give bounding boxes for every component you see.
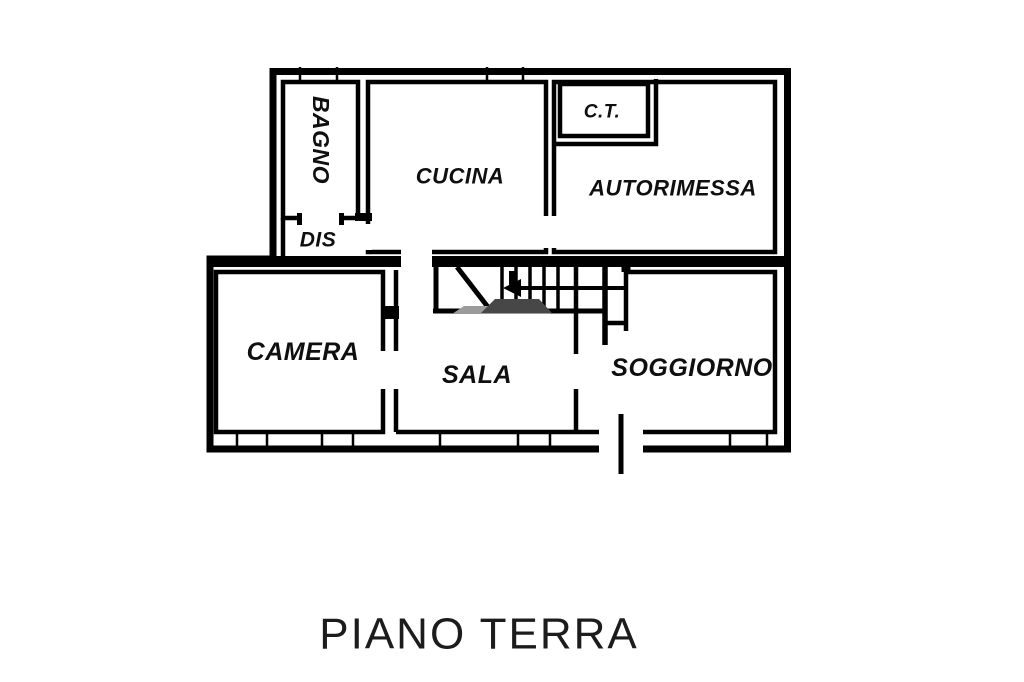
ct-wrap-wall	[552, 79, 659, 147]
dis-cucina-door-opening	[362, 224, 372, 250]
room-autorimessa-walls	[551, 79, 778, 255]
sala-soggiorno-door-opening	[570, 354, 583, 389]
stairs-decor	[452, 271, 552, 314]
label-sala: SALA	[442, 361, 512, 389]
bagno-cucina-wall-connector	[355, 213, 372, 221]
outer-walls	[206, 68, 791, 453]
label-bagno: BAGNO	[308, 96, 334, 184]
room-soggiorno-walls	[623, 269, 778, 435]
stairs-landing-shade-dark	[481, 299, 552, 313]
label-ct: C.T.	[584, 102, 620, 123]
room-labels: BAGNO CUCINA C.T. AUTORIMESSA DIS CAMERA…	[247, 96, 773, 389]
soggiorno-left-opening	[621, 331, 632, 430]
door-openings	[301, 211, 643, 455]
cucina-autorimessa-door-opening	[536, 216, 562, 248]
label-autorimessa: AUTORIMESSA	[588, 176, 757, 201]
label-dis: DIS	[300, 229, 337, 252]
camera-wall-jog	[383, 306, 399, 319]
room-walls	[213, 79, 778, 435]
stairs-up-arrow-icon	[503, 279, 521, 297]
wall-masonry-ticks	[235, 67, 769, 450]
floor-title: PIANO TERRA	[319, 610, 638, 659]
wall-stubs	[297, 213, 399, 319]
bagno-door-stub-left	[297, 213, 302, 225]
soggiorno-wall-connector	[621, 263, 631, 272]
stairs-break-line	[455, 265, 493, 313]
camera-door-opening	[378, 351, 399, 389]
stairs-arrow-flag	[509, 271, 516, 285]
middle-wall	[210, 256, 787, 267]
bagno-door-opening	[301, 211, 341, 224]
label-soggiorno: SOGGIORNO	[611, 354, 773, 382]
room-cucina-walls	[365, 79, 549, 255]
room-ct-walls	[557, 81, 651, 139]
label-camera: CAMERA	[247, 338, 360, 366]
label-cucina: CUCINA	[416, 164, 505, 189]
sala-cucina-door-opening	[401, 245, 432, 271]
bagno-door-stub-right	[339, 213, 344, 225]
